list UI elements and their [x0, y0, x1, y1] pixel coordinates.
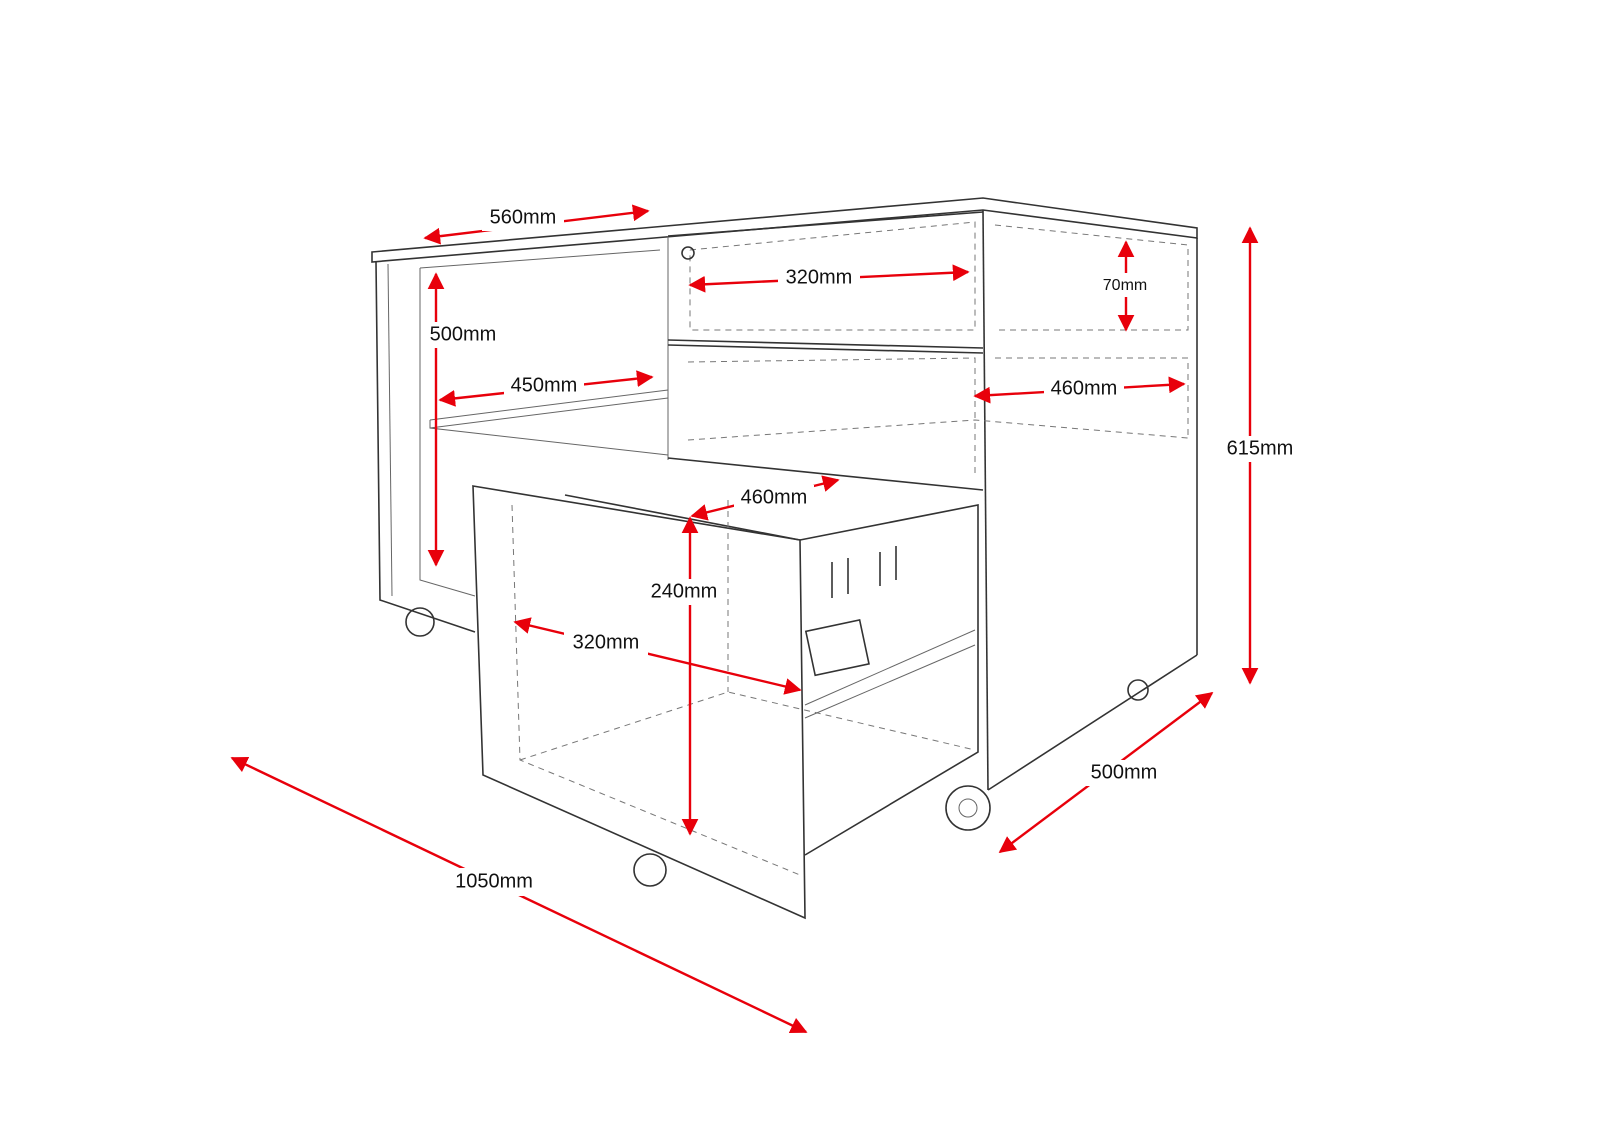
label-total-width: 1050mm: [455, 870, 533, 892]
label-drawer-width-top: 320mm: [786, 266, 853, 288]
lock-icon: [681, 246, 695, 260]
vent-slots: [831, 546, 897, 598]
label-top-width: 560mm: [490, 206, 557, 228]
drawer-handle: [804, 618, 870, 677]
cabinet-drawing: [371, 197, 1198, 920]
label-total-height: 615mm: [1227, 437, 1294, 459]
label-inner-height: 500mm: [430, 323, 497, 345]
label-drawer-height: 240mm: [651, 580, 718, 602]
label-total-depth: 500mm: [1091, 761, 1158, 783]
dimension-labels: 560mm 320mm 70mm 615mm 500mm 450mm 460mm…: [424, 205, 1300, 896]
label-drawer-depth-open: 460mm: [741, 486, 808, 508]
label-drawer-depth-side: 460mm: [1051, 377, 1118, 399]
drawer-front: [472, 485, 806, 920]
label-shelf-depth: 450mm: [511, 374, 578, 396]
caster-wheels: [405, 607, 1149, 887]
label-drawer-width-open: 320mm: [573, 631, 640, 653]
label-top-drawer-height: 70mm: [1103, 277, 1147, 294]
dimension-arrows: [230, 204, 1259, 1034]
